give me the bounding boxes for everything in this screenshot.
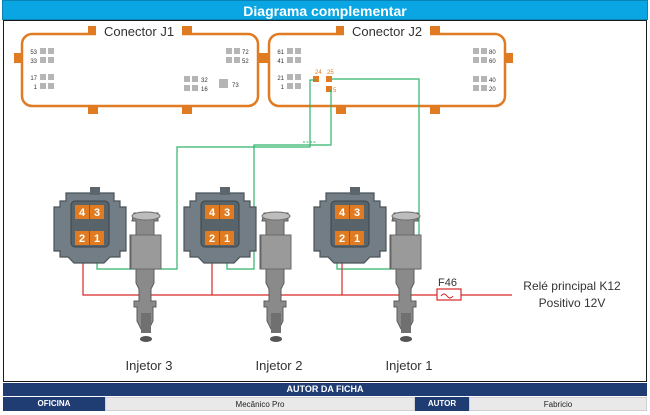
- pin-label: 40: [489, 78, 496, 84]
- pin-label: 4: [79, 207, 86, 219]
- footer-title: AUTOR DA FICHA: [3, 383, 647, 396]
- injector-label: Injetor 2: [256, 358, 303, 373]
- pin-label-highlight: 24: [315, 70, 322, 76]
- pin-label: 3: [354, 207, 360, 219]
- pin-label: 32: [201, 78, 208, 84]
- pin-label: 2: [79, 233, 85, 245]
- oficina-value: Mecânico Pro: [105, 397, 415, 411]
- pin-label: 4: [339, 207, 346, 219]
- autor-value: Fabricio: [469, 397, 647, 411]
- pin-label: 4: [209, 207, 216, 219]
- oficina-label: OFICINA: [3, 397, 105, 411]
- autor-label: AUTOR: [415, 397, 469, 411]
- pin-label: 41: [277, 59, 284, 65]
- pin-label: 2: [209, 233, 215, 245]
- pin-label: 2: [339, 233, 345, 245]
- page-title: Diagrama complementar: [2, 0, 648, 20]
- injector-3: 4 3 2 1 Injetor 3: [53, 187, 173, 373]
- pin-label: 61: [277, 50, 284, 56]
- pin-label: 1: [354, 233, 360, 245]
- power-wire: [82, 256, 512, 296]
- pin-label: 21: [277, 76, 284, 82]
- pin-label: 60: [489, 59, 496, 65]
- pin-label: 72: [242, 50, 249, 56]
- pin-label-highlight: 25: [327, 70, 334, 76]
- pin-label: 33: [30, 59, 37, 65]
- footer-row: OFICINA Mecânico Pro AUTOR Fabricio: [3, 397, 647, 411]
- pin-label: 1: [281, 85, 285, 91]
- pin-label: 1: [94, 233, 100, 245]
- injector-1: 4 3 2 1 Injetor 1: [313, 187, 433, 373]
- pin-label: 3: [224, 207, 230, 219]
- injector-label: Injetor 1: [386, 358, 433, 373]
- connector-j1-label: Conector J1: [104, 24, 174, 39]
- fuse-f46: F46: [436, 277, 462, 301]
- injector-label: Injetor 3: [126, 358, 173, 373]
- pin-label: 16: [201, 87, 208, 93]
- connector-j1: Conector J1 53 33 17 1 72 52 32 16 73: [14, 24, 266, 114]
- pin-label: 1: [34, 85, 38, 91]
- fuse-label: F46: [438, 277, 457, 289]
- pin-label: 53: [30, 50, 37, 56]
- relay-sub-label: Positivo 12V: [539, 296, 606, 310]
- connector-j2-label: Conector J2: [352, 24, 422, 39]
- pin-label: 1: [224, 233, 230, 245]
- wiring-diagram: Conector J1 53 33 17 1 72 52 32 16 73 Co…: [14, 24, 621, 373]
- pin-label: 80: [489, 50, 496, 56]
- pin-label: 20: [489, 87, 496, 93]
- pin-label: 17: [30, 76, 37, 82]
- pin-label: 3: [94, 207, 100, 219]
- pin-label: 73: [232, 83, 239, 89]
- pin-label-highlight: 5: [333, 88, 337, 94]
- connector-j2: Conector J2 61 41 21 1 80 60 40 20 24 25…: [261, 24, 513, 114]
- relay-label: Relé principal K12: [523, 279, 621, 293]
- diagram-frame: Conector J1 53 33 17 1 72 52 32 16 73 Co…: [3, 20, 647, 382]
- injector-2: 4 3 2 1 Injetor 2: [183, 187, 303, 373]
- pin-label: 52: [242, 59, 249, 65]
